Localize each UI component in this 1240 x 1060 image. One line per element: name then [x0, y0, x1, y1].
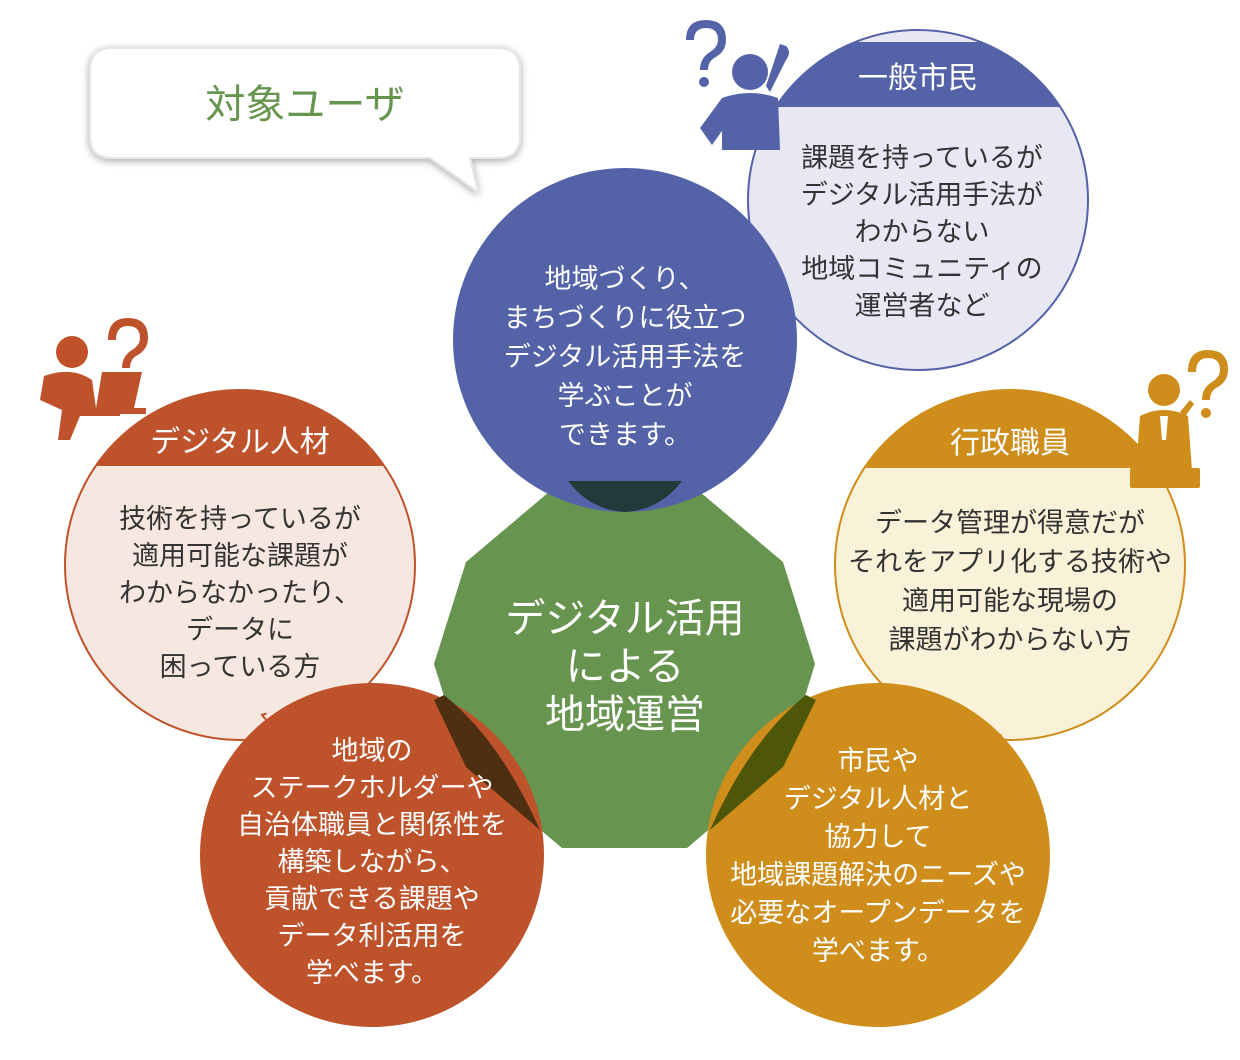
- citizen-benefit-line: 地域づくり、: [545, 264, 706, 295]
- overlap-digital-center: [434, 695, 540, 830]
- digital-benefit-line: データ利活用を: [278, 921, 467, 952]
- citizen-desc-line: わからない: [855, 217, 990, 248]
- staff-label: 行政職員: [950, 426, 1070, 461]
- digital-benefit-circle: [200, 683, 544, 1027]
- citizen-desc-line: デジタル活用手法が: [801, 180, 1043, 211]
- citizen-benefit-text: 地域づくり、 まちづくりに役立つ デジタル活用手法を 学ぶことが できます。: [504, 264, 747, 451]
- center-nonagon: [434, 481, 815, 848]
- center-text: デジタル活用 による 地域運営: [505, 596, 744, 738]
- page-title: 対象ユーザ: [205, 82, 404, 128]
- digital-benefit-text: 地域の ステークホルダーや 自治体職員と関係性を 構築しながら、 貢献できる課題…: [237, 736, 507, 989]
- citizen-desc-line: 課題を持っているが: [801, 143, 1043, 174]
- staff-benefit-line: デジタル人材と: [784, 784, 972, 815]
- digital-benefit-line: 学べます。: [306, 958, 438, 989]
- digital-desc-circle: デジタル人材 技術を持っているが 適用可能な課題が わからなかったり、 データに…: [64, 389, 416, 763]
- citizen-benefit-circle: [453, 168, 797, 512]
- center-line: による: [566, 644, 685, 690]
- digital-benefit-line: 貢献できる課題や: [264, 884, 479, 915]
- citizen-desc-text: 課題を持っているが デジタル活用手法が わからない 地域コミュニティの 運営者な…: [801, 143, 1043, 322]
- digital-desc-line: わからなかったり、: [119, 578, 361, 609]
- staff-desc-line: 課題がわからない方: [889, 625, 1132, 656]
- staff-benefit-circle: [706, 683, 1050, 1027]
- person-laptop-question-icon: [40, 318, 148, 440]
- digital-benefit-line: 地域の: [332, 736, 413, 767]
- citizen-benefit-line: デジタル活用手法を: [504, 342, 746, 373]
- citizen-benefit-line: 学ぶことが: [558, 381, 693, 412]
- center-line: 地域運営: [545, 692, 705, 738]
- citizen-desc-line: 運営者など: [855, 291, 990, 322]
- staff-desc-line: 適用可能な現場の: [902, 586, 1118, 617]
- digital-desc-line: 困っている方: [160, 652, 321, 683]
- person-question-icon: [686, 20, 789, 150]
- staff-benefit-line: 地域課題解決のニーズや: [730, 860, 1026, 891]
- digital-desc-line: 技術を持っているが: [119, 504, 361, 535]
- digital-benefit-line: 自治体職員と関係性を: [237, 810, 507, 841]
- staff-desc-line: それをアプリ化する技術や: [848, 547, 1172, 578]
- center-line: デジタル活用: [505, 596, 744, 642]
- staff-benefit-line: 市民や: [838, 746, 919, 777]
- citizen-benefit-line: できます。: [559, 420, 691, 451]
- digital-label: デジタル人材: [150, 425, 329, 460]
- digital-desc-line: データに: [186, 615, 294, 646]
- overlap-citizen-center: [568, 481, 682, 512]
- staff-benefit-line: 協力して: [824, 822, 931, 853]
- digital-benefit-line: ステークホルダーや: [251, 773, 494, 804]
- staff-benefit-line: 必要なオープンデータを: [730, 898, 1025, 929]
- person-desk-question-icon: [1130, 350, 1228, 488]
- staff-desc-line: データ管理が得意だが: [875, 508, 1145, 539]
- digital-benefit-line: 構築しながら、: [278, 847, 467, 878]
- digital-desc-text: 技術を持っているが 適用可能な課題が わからなかったり、 データに 困っている方: [119, 504, 361, 683]
- citizen-desc-line: 地域コミュニティの: [801, 254, 1042, 285]
- title-bubble: 対象ユーザ: [89, 47, 521, 195]
- staff-benefit-line: 学べます。: [812, 936, 944, 967]
- staff-benefit-text: 市民や デジタル人材と 協力して 地域課題解決のニーズや 必要なオープンデータを…: [730, 746, 1026, 967]
- citizen-label: 一般市民: [858, 61, 978, 96]
- citizen-benefit-line: まちづくりに役立つ: [504, 303, 747, 334]
- overlap-staff-center: [710, 695, 816, 830]
- digital-desc-line: 適用可能な課題が: [132, 541, 348, 572]
- staff-desc-text: データ管理が得意だが それをアプリ化する技術や 適用可能な現場の 課題がわからな…: [848, 508, 1172, 656]
